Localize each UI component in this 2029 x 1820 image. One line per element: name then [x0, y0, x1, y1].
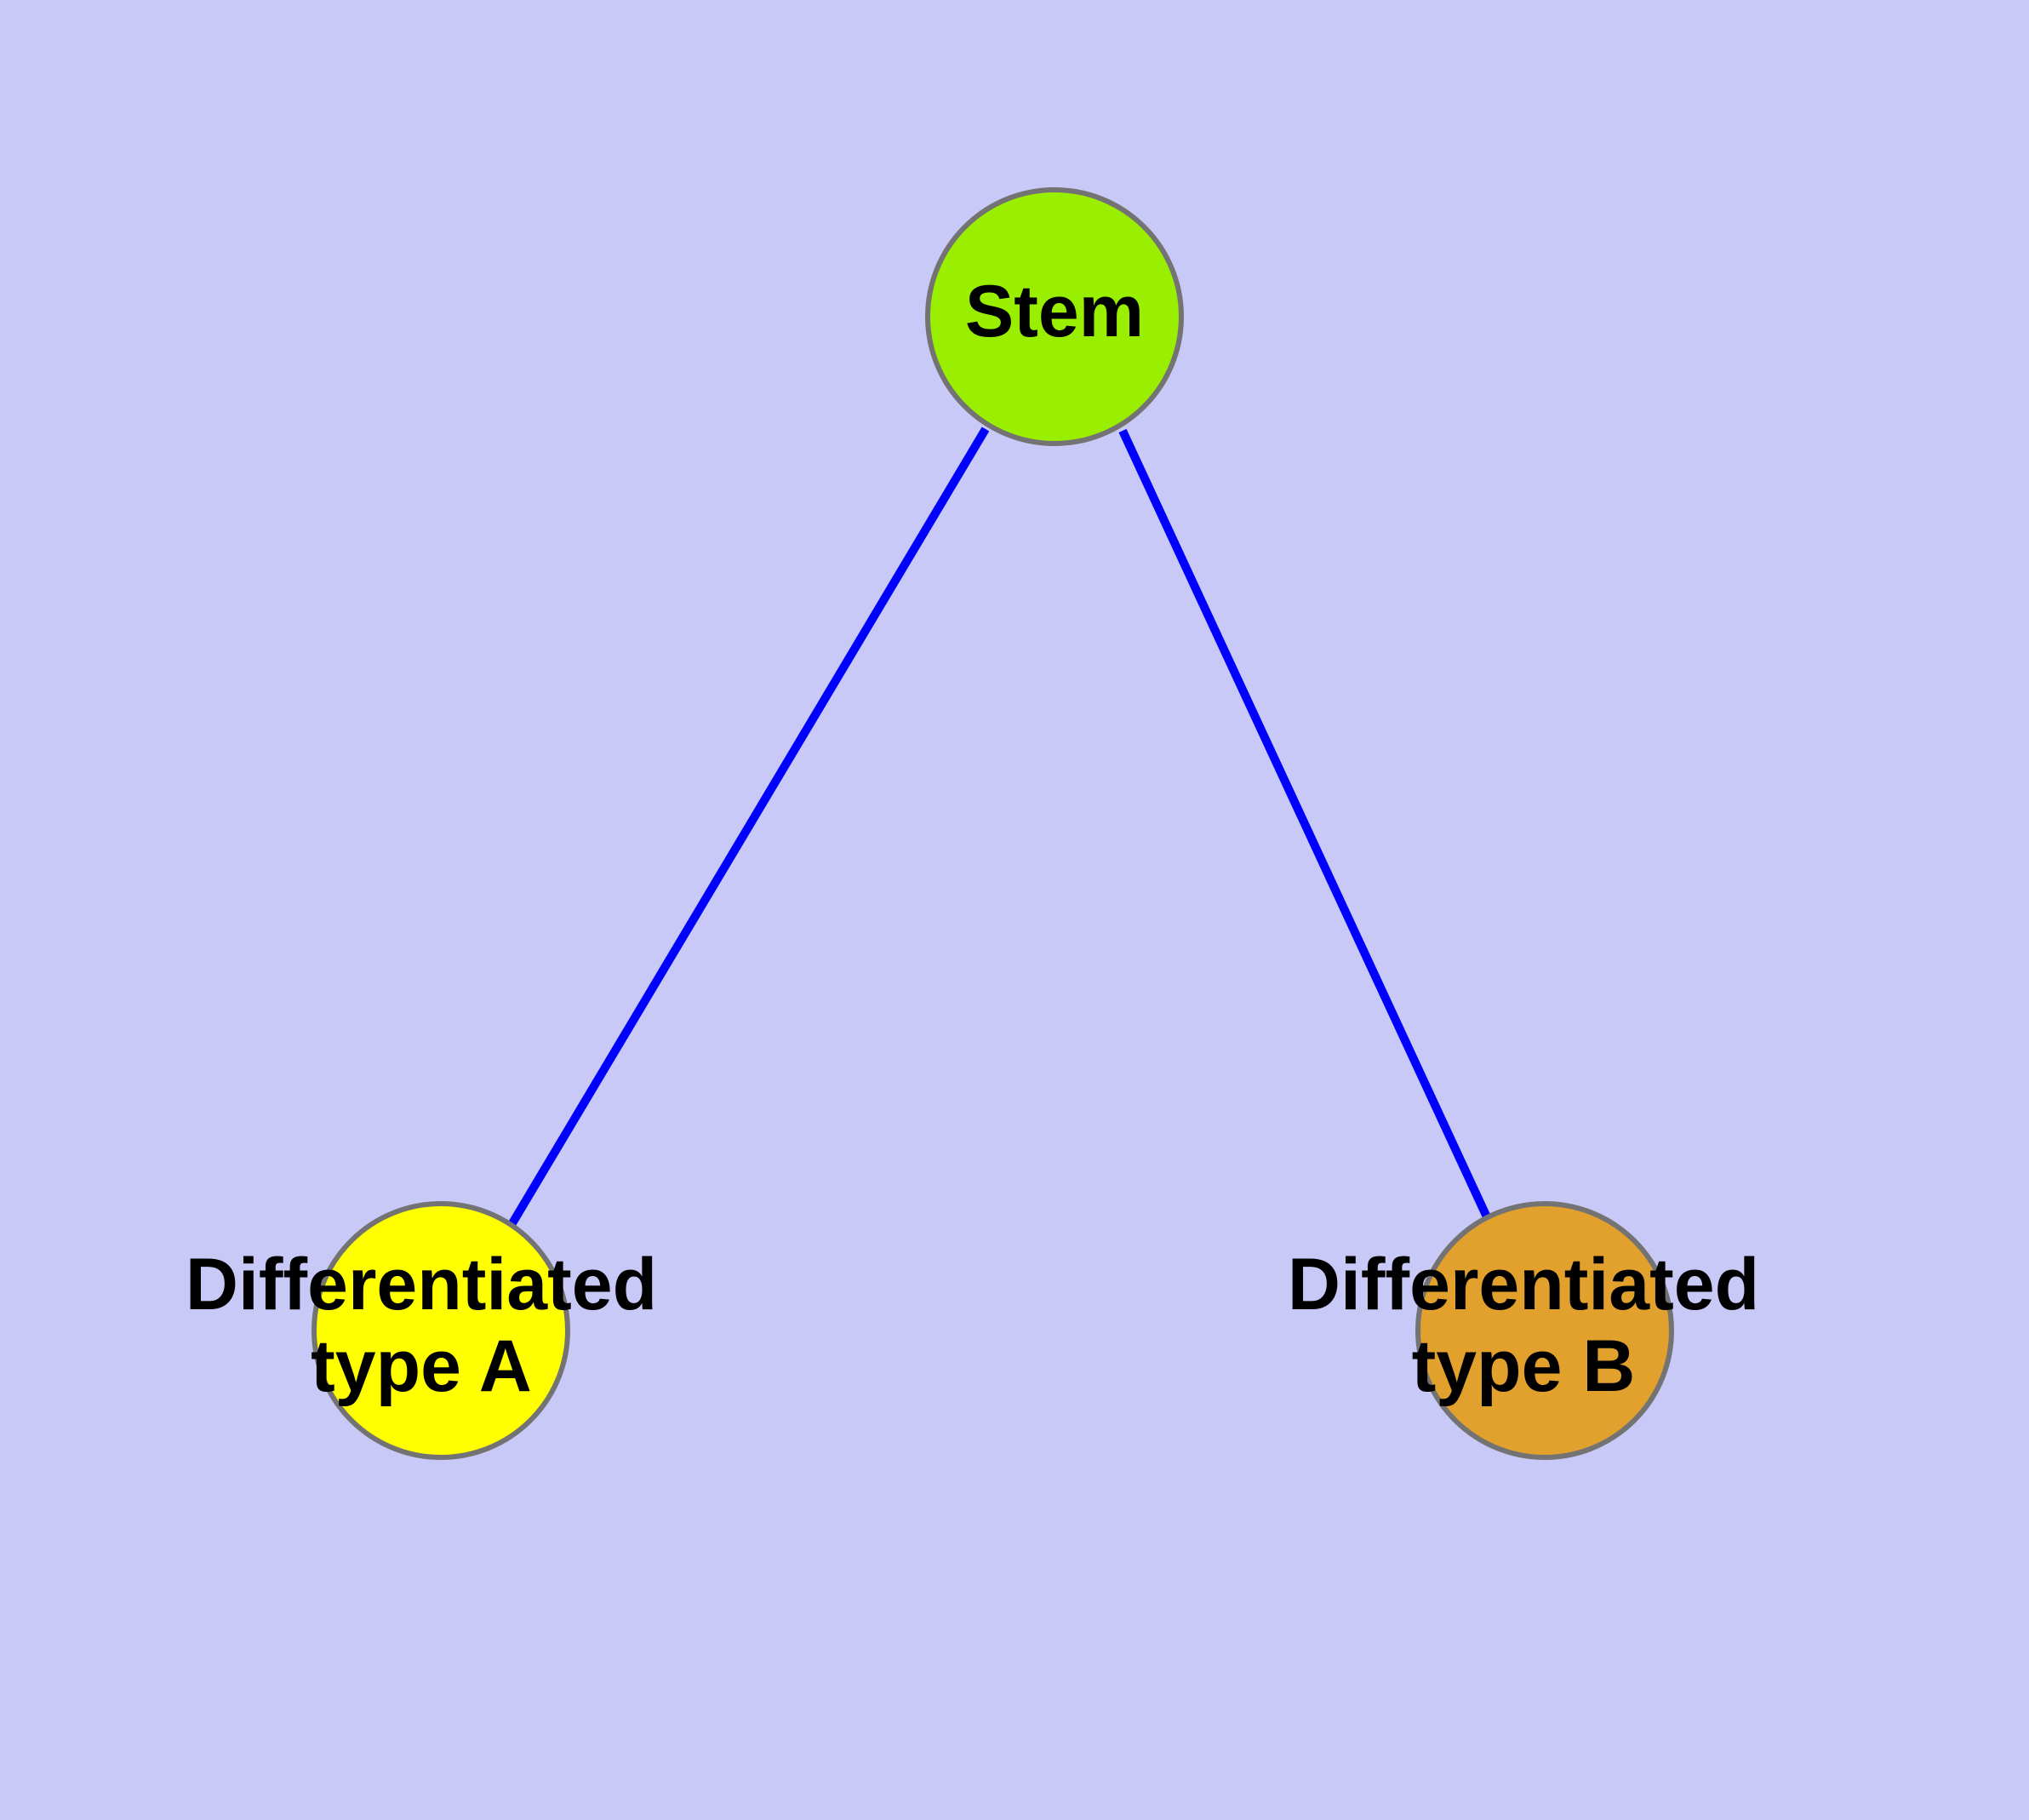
node-label-line: type B	[1412, 1325, 1636, 1407]
node-circle-diff-a[interactable]	[311, 1201, 570, 1460]
node-label-line: Stem	[965, 271, 1144, 352]
node-label-line: Differentiated	[1288, 1244, 1759, 1325]
node-label-line: Differentiated	[186, 1244, 657, 1325]
node-label-line: type A	[311, 1325, 532, 1407]
edge-stem-to-diff-a[interactable]	[508, 426, 990, 1226]
node-label-stem: Stem	[965, 271, 1144, 352]
edge-stem-to-diff-b[interactable]	[1118, 428, 1493, 1223]
edge-layer	[508, 426, 1493, 1226]
node-circle-diff-b[interactable]	[1415, 1201, 1674, 1460]
node-layer	[311, 187, 1674, 1460]
node-circle-stem[interactable]	[925, 187, 1184, 446]
